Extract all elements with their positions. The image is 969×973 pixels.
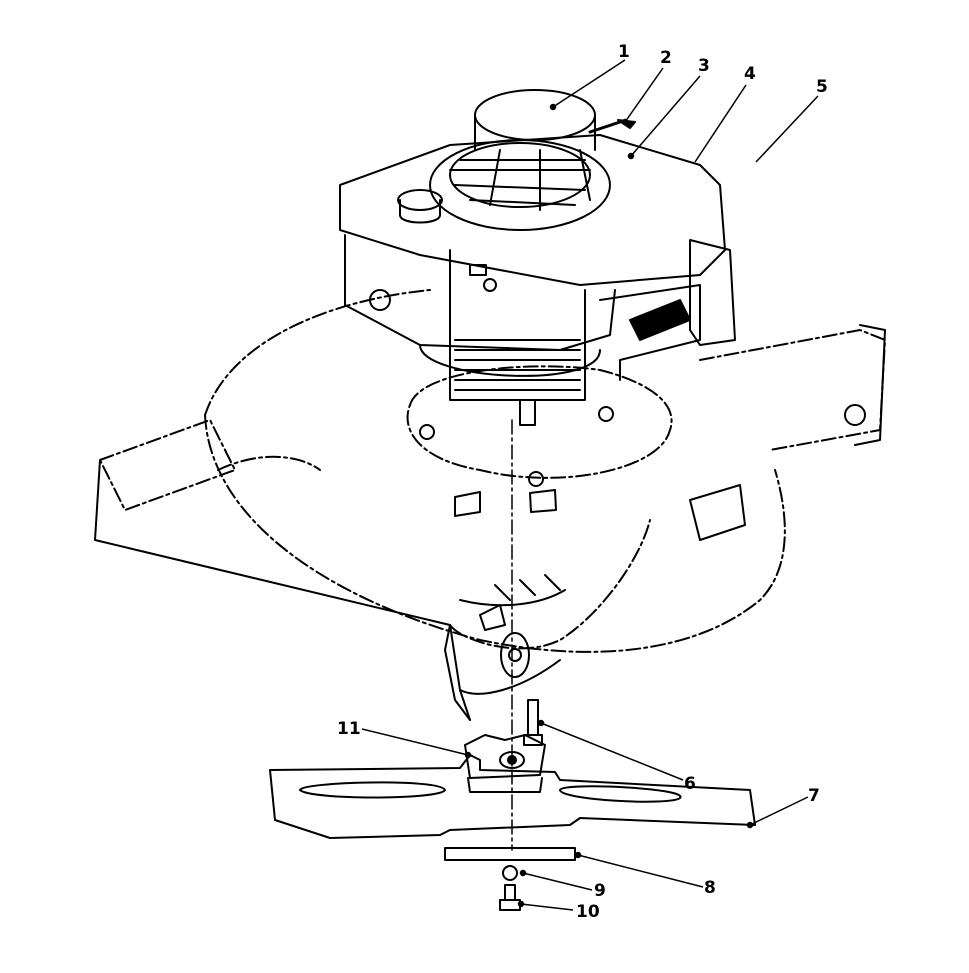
rope-handle [588,120,622,134]
callout-8: 8 [704,878,716,898]
engine-block [339,89,736,426]
callout-4: 4 [744,64,756,84]
callout-9: 9 [594,881,606,901]
callout-6: 6 [684,774,696,794]
callout-10: 10 [576,902,600,922]
callout-7: 7 [808,786,820,806]
leader-lines [361,59,819,911]
callout-1: 1 [618,42,630,62]
callout-11: 11 [337,719,361,739]
callout-3: 3 [698,56,710,76]
callout-5: 5 [816,77,828,97]
callout-2: 2 [660,48,672,68]
mower-deck [94,289,886,721]
